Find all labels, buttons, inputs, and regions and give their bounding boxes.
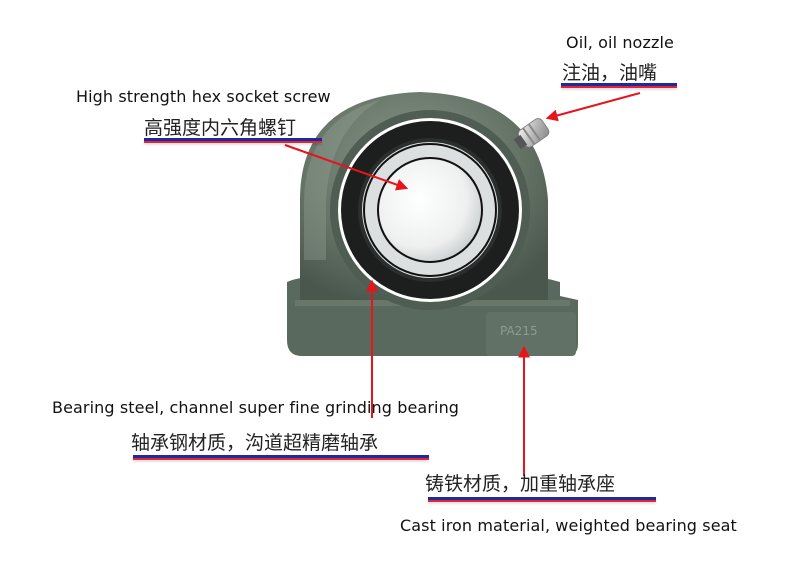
callout-oil-nozzle-underline	[561, 83, 677, 88]
casting-mark: PA215	[500, 324, 538, 338]
callout-hex-screw-cn: 高强度内六角螺钉	[144, 117, 297, 139]
grease-nozzle	[513, 118, 550, 150]
insert-bearing	[330, 110, 530, 310]
callout-bearing-steel-en: Bearing steel, channel super fine grindi…	[52, 398, 460, 417]
callout-hex-screw-en: High strength hex socket screw	[76, 87, 331, 106]
arrow-oil-nozzle	[545, 92, 641, 122]
arrow-hex-screw	[284, 144, 409, 191]
callout-arrows	[284, 92, 641, 476]
callout-oil-nozzle-cn: 注油，油嘴	[562, 62, 658, 84]
callout-cast-iron-underline	[428, 497, 656, 502]
callout-cast-iron-en: Cast iron material, weighted bearing sea…	[400, 516, 737, 535]
callout-hex-screw-underline	[144, 138, 322, 143]
callout-cast-iron-cn: 铸铁材质，加重轴承座	[425, 473, 616, 495]
callout-bearing-steel-cn: 轴承钢材质，沟道超精磨轴承	[131, 432, 379, 454]
callout-bearing-steel-underline	[133, 455, 429, 460]
callout-oil-nozzle-en: Oil, oil nozzle	[566, 33, 674, 52]
